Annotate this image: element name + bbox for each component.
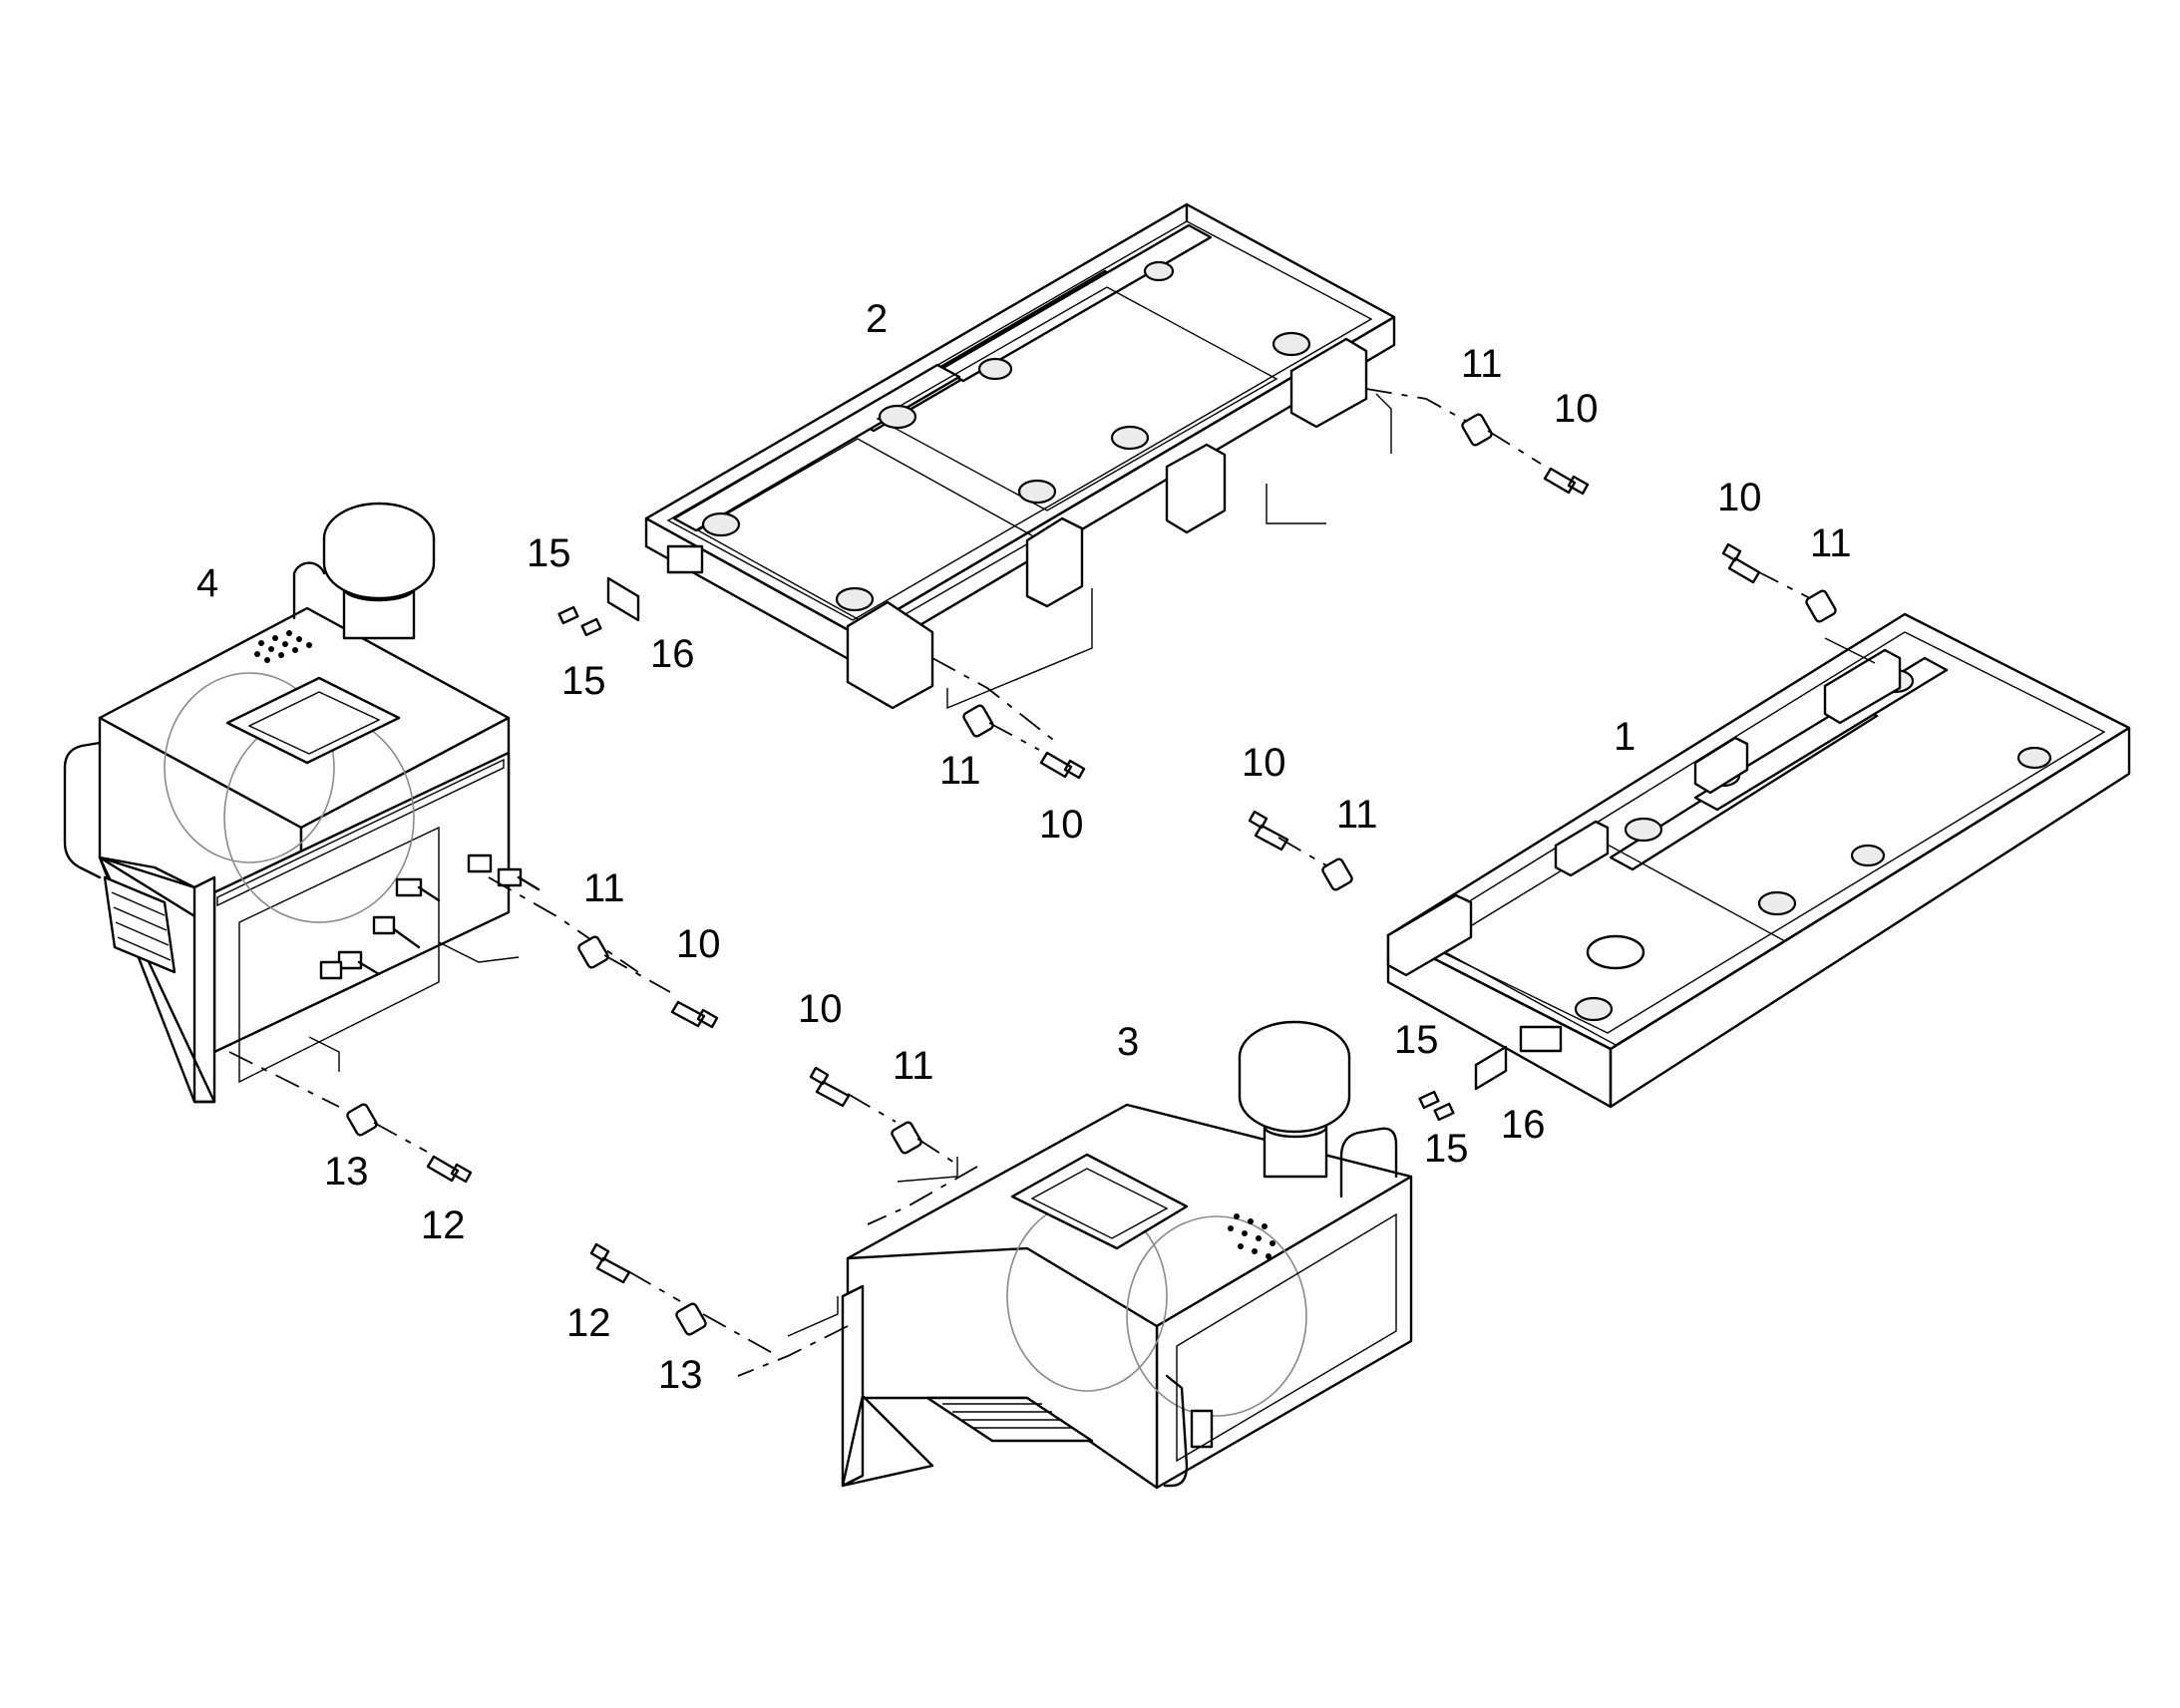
callout-13b: 13 <box>658 1353 703 1397</box>
part-1-frame <box>1386 612 2131 1109</box>
callout-12b: 12 <box>566 1301 611 1345</box>
callout-11b: 11 <box>1810 521 1852 565</box>
part-3-vent-dots <box>1228 1213 1275 1259</box>
callout-10f: 10 <box>798 987 843 1031</box>
part-3-heater <box>737 1020 1413 1490</box>
callout-11f: 11 <box>893 1044 934 1088</box>
part-4-heater <box>63 502 639 1108</box>
callout-10c: 10 <box>1039 803 1084 847</box>
callout-labels: 2 11 10 10 11 4 15 16 15 1 11 10 10 11 1… <box>196 297 1852 1397</box>
callout-16a: 16 <box>650 632 695 676</box>
callout-4: 4 <box>196 561 218 605</box>
part-4-vent-dots <box>254 630 312 663</box>
callout-15a: 15 <box>527 531 571 575</box>
hardware <box>346 413 1837 1357</box>
callout-10e: 10 <box>676 922 721 966</box>
part-2-pads <box>701 260 1311 612</box>
callout-10b: 10 <box>1717 476 1762 519</box>
callout-2: 2 <box>866 297 888 341</box>
callout-10d: 10 <box>1242 741 1286 785</box>
callout-11c: 11 <box>939 749 981 793</box>
callout-12a: 12 <box>421 1203 466 1247</box>
callout-11a: 11 <box>1461 342 1503 386</box>
callout-3: 3 <box>1117 1020 1139 1064</box>
callout-15b: 15 <box>561 659 606 703</box>
callout-11d: 11 <box>1336 793 1378 837</box>
bolts <box>426 467 1761 1284</box>
part-2-frame <box>644 202 1472 744</box>
callout-15c: 15 <box>1394 1018 1439 1062</box>
callout-13a: 13 <box>324 1150 369 1194</box>
callout-15d: 15 <box>1424 1127 1469 1171</box>
callout-10a: 10 <box>1554 387 1599 431</box>
callout-11e: 11 <box>583 866 625 910</box>
callout-1: 1 <box>1614 715 1635 759</box>
callout-16b: 16 <box>1501 1103 1546 1147</box>
